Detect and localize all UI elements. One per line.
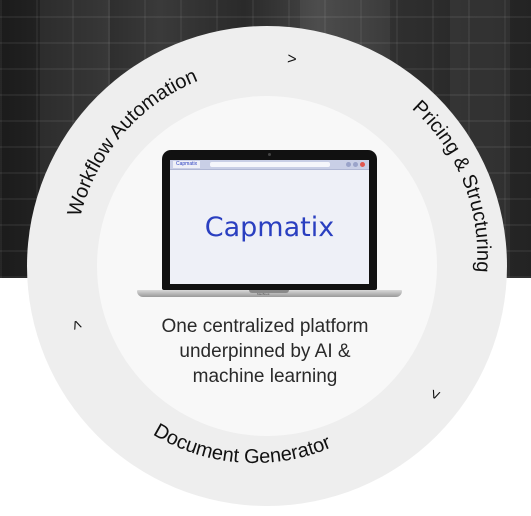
laptop-base: MacBook xyxy=(137,290,402,297)
laptop-base-label: MacBook xyxy=(257,292,270,296)
laptop-base-notch xyxy=(249,290,289,293)
tagline-line: underpinned by AI & xyxy=(179,341,351,362)
platform-tagline: One centralized platform underpinned by … xyxy=(125,314,405,389)
tagline-line: One centralized platform xyxy=(161,316,369,337)
laptop-mockup: Capmatix Capmatix MacBook xyxy=(137,150,402,302)
browser-toolbar: Capmatix xyxy=(170,160,369,170)
browser-tab: Capmatix xyxy=(173,161,201,168)
laptop-screen: Capmatix Capmatix xyxy=(170,160,369,284)
chevron-icon: > xyxy=(286,51,297,69)
browser-dot-icon xyxy=(353,162,358,167)
tagline-line: machine learning xyxy=(192,366,338,387)
browser-url-bar xyxy=(210,162,330,167)
capmatix-logo-text: Capmatix xyxy=(204,212,335,243)
webcam-dot xyxy=(268,153,271,156)
browser-close-icon xyxy=(360,162,365,167)
browser-dot-icon xyxy=(346,162,351,167)
laptop-screen-bezel: Capmatix Capmatix xyxy=(162,150,377,290)
